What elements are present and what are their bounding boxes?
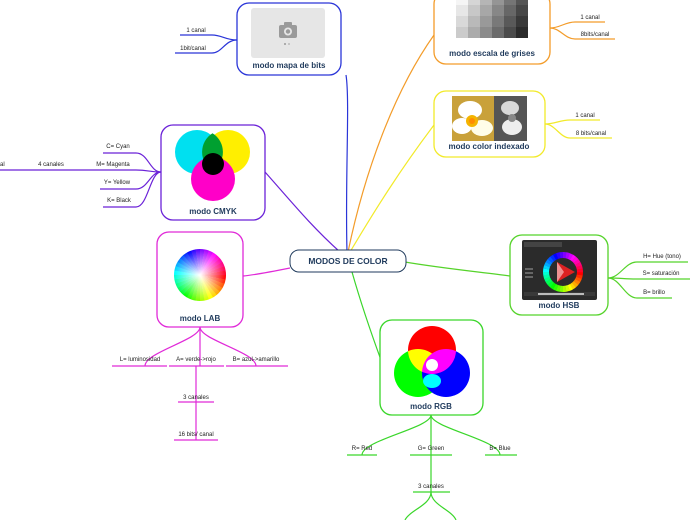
node-indexed[interactable]: modo color indexado bbox=[433, 90, 546, 158]
gray-leaves bbox=[549, 21, 615, 40]
node-hsb[interactable]: modo HSB bbox=[509, 234, 609, 316]
rgb-leaves bbox=[347, 414, 517, 521]
cmyk-leaves bbox=[0, 152, 162, 208]
lab-bits: 16 bits/ canal bbox=[178, 432, 213, 438]
node-gray-title: modo escala de grises bbox=[449, 49, 535, 58]
camera-icon bbox=[279, 22, 297, 45]
node-hsb-title: modo HSB bbox=[539, 301, 580, 310]
leaf-cmyk-3: K= Black bbox=[107, 198, 132, 204]
leaf-hsb-0: H= Hue (tono) bbox=[643, 254, 681, 260]
grayscale-swatch-image bbox=[456, 0, 528, 38]
flower-image bbox=[452, 96, 527, 141]
connectors bbox=[242, 34, 511, 361]
lab-leaves bbox=[112, 326, 288, 441]
leaf-indexed-1: 8 bits/canal bbox=[576, 131, 606, 137]
leaf-lab-1: A= verde->rojo bbox=[176, 357, 216, 363]
hsb-leaves bbox=[607, 261, 690, 299]
bits-leaves bbox=[175, 34, 238, 54]
node-cmyk[interactable]: modo CMYK bbox=[160, 124, 266, 221]
leaf-cmyk-1: M= Magenta bbox=[96, 162, 130, 168]
cmyk-circles-image bbox=[175, 130, 250, 201]
node-lab-title: modo LAB bbox=[180, 314, 221, 323]
leaf-indexed-0: 1 canal bbox=[575, 113, 594, 119]
rgb-circles-image bbox=[394, 326, 470, 397]
cmyk-channels-cut: al bbox=[0, 162, 5, 168]
node-rgb-title: modo RGB bbox=[410, 402, 452, 411]
leaf-rgb-1: G= Green bbox=[418, 446, 445, 452]
lab-channels: 3 canales bbox=[183, 395, 209, 401]
node-cmyk-title: modo CMYK bbox=[189, 207, 237, 216]
central-node[interactable]: MODOS DE COLOR bbox=[289, 249, 407, 273]
hsb-picker-image bbox=[522, 240, 597, 300]
central-title: MODOS DE COLOR bbox=[308, 256, 387, 266]
leaf-bits-1: 1bit/canal bbox=[180, 46, 206, 52]
node-lab[interactable]: modo LAB bbox=[156, 231, 244, 328]
leaf-rgb-2: B= Blue bbox=[489, 446, 511, 452]
leaf-lab-0: L= luminosidad bbox=[120, 357, 161, 363]
leaf-rgb-0: R= Red bbox=[352, 446, 373, 452]
leaf-cmyk-2: Y= Yellow bbox=[104, 180, 131, 186]
node-bits-title: modo mapa de bits bbox=[253, 61, 326, 70]
lab-color-wheel-image bbox=[174, 249, 226, 301]
node-bits[interactable]: modo mapa de bits bbox=[236, 2, 342, 76]
leaf-hsb-1: S= saturación bbox=[643, 271, 680, 277]
rgb-channels: 3 canales bbox=[418, 484, 444, 490]
leaf-cmyk-0: C= Cyan bbox=[106, 144, 130, 150]
node-rgb[interactable]: modo RGB bbox=[379, 319, 484, 416]
node-indexed-title: modo color indexado bbox=[449, 142, 530, 151]
cmyk-channels: 4 canales bbox=[38, 162, 64, 168]
node-gray[interactable]: modo escala de grises bbox=[433, 0, 551, 65]
leaf-gray-0: 1 canal bbox=[580, 15, 599, 21]
leaf-hsb-2: B= brillo bbox=[643, 290, 666, 296]
indexed-leaves bbox=[544, 119, 612, 139]
leaf-bits-0: 1 canal bbox=[186, 28, 205, 34]
leaf-lab-2: B= azul->amarillo bbox=[233, 357, 280, 363]
leaf-gray-1: 8bits/canal bbox=[581, 32, 610, 38]
